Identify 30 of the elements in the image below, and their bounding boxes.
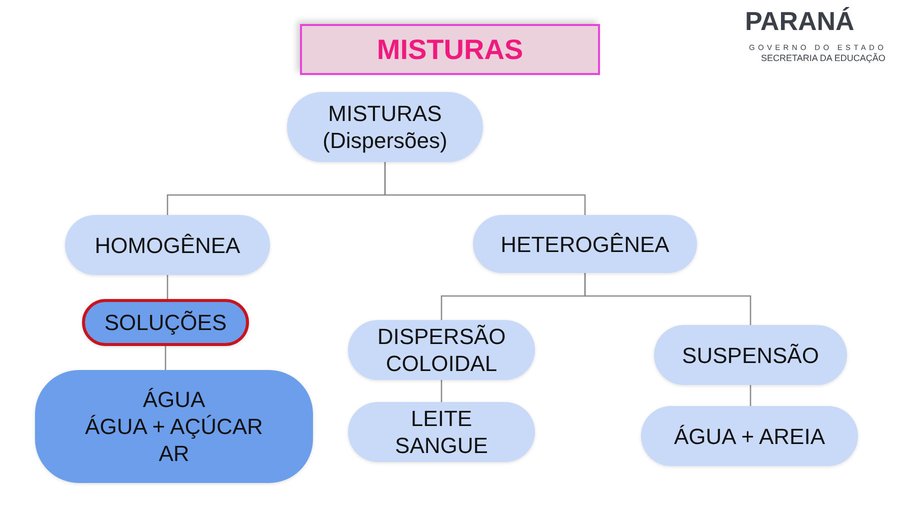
category-pill bbox=[348, 320, 535, 380]
node-text: SOLUÇÕES bbox=[104, 309, 227, 336]
category-pill bbox=[348, 402, 535, 462]
node-text: AR bbox=[158, 440, 190, 467]
category-pill bbox=[287, 92, 483, 162]
node-text: HETEROGÊNEA bbox=[500, 230, 670, 258]
connector-line bbox=[166, 275, 168, 299]
category-pill bbox=[65, 215, 270, 275]
category-pill bbox=[35, 370, 313, 483]
node-text: DISPERSÃO COLOIDAL bbox=[376, 323, 507, 377]
node-text: ÁGUA bbox=[142, 386, 206, 413]
state-name: PARANÁ bbox=[745, 5, 854, 38]
node-text: ÁGUA + AREIA bbox=[674, 422, 825, 450]
title-text: MISTURAS bbox=[376, 34, 524, 66]
department-name: SECRETARIA DA EDUCAÇÃO bbox=[761, 53, 886, 64]
category-pill bbox=[82, 299, 249, 346]
node-text: HOMOGÊNEA bbox=[94, 232, 240, 258]
connector-line bbox=[750, 385, 752, 406]
connector-line bbox=[164, 346, 166, 370]
node-text: SANGUE bbox=[395, 432, 488, 459]
node-text: ÁGUA + AÇÚCAR bbox=[85, 413, 263, 440]
connector-line bbox=[384, 162, 586, 215]
connector-line bbox=[584, 273, 752, 325]
category-pill bbox=[654, 325, 847, 385]
node-text: MISTURAS (Dispersões) bbox=[322, 100, 448, 154]
node-text: SUSPENSÃO bbox=[682, 342, 819, 368]
node-text: LEITE bbox=[410, 405, 472, 432]
category-pill bbox=[641, 406, 858, 466]
connector-line bbox=[440, 380, 442, 402]
category-pill bbox=[473, 215, 697, 273]
